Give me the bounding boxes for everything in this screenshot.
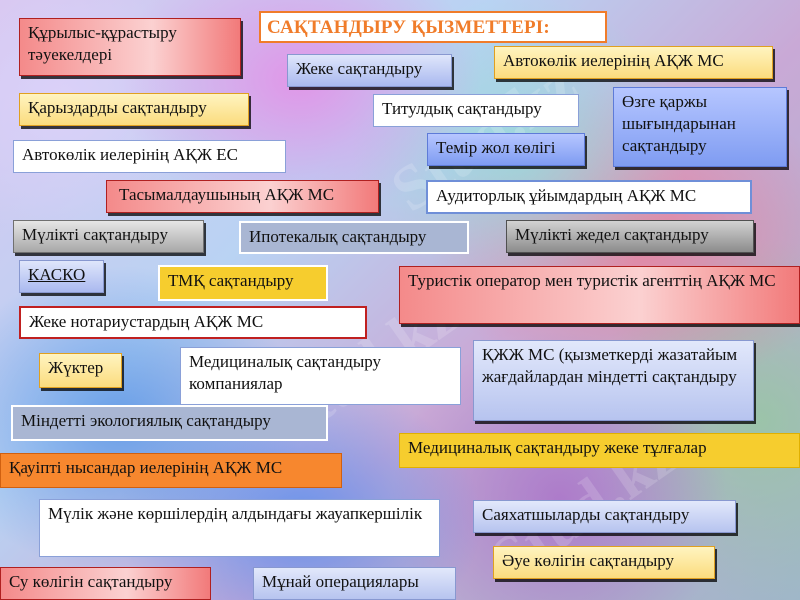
item-employer-gpl[interactable]: ҚЖЖ МС (қызметкерді жазатайым жағдайлард… bbox=[473, 340, 754, 421]
item-tour-operator-gpl[interactable]: Туристік оператор мен туристік агенттің … bbox=[399, 266, 800, 324]
item-hazardous-objects-gpl[interactable]: Қауіпті нысандар иелерінің АҚЖ МС bbox=[0, 453, 342, 488]
item-casco[interactable]: КАСКО bbox=[19, 260, 104, 293]
item-medical-individuals[interactable]: Медициналық сақтандыру жеке тұлғалар bbox=[399, 433, 800, 468]
item-construction-risks[interactable]: Құрылыс-құрастыру тәуекелдері bbox=[19, 18, 241, 76]
item-carrier-gpl[interactable]: Тасымалдаушының АҚЖ МС bbox=[106, 180, 379, 213]
item-oil-operations[interactable]: Мұнай операциялары bbox=[253, 567, 456, 600]
page-title: САҚТАНДЫРУ ҚЫЗМЕТТЕРІ: bbox=[259, 11, 607, 43]
item-express-property-insurance[interactable]: Мүлікті жедел сақтандыру bbox=[506, 220, 754, 253]
item-air-transport-insurance[interactable]: Әуе көлігін сақтандыру bbox=[493, 546, 715, 579]
item-title-insurance[interactable]: Титулдық сақтандыру bbox=[373, 94, 579, 127]
item-mortgage-insurance[interactable]: Ипотекалық сақтандыру bbox=[239, 221, 469, 254]
item-water-transport-insurance[interactable]: Су көлігін сақтандыру bbox=[0, 567, 211, 600]
item-travelers-insurance[interactable]: Саяхатшыларды сақтандыру bbox=[473, 500, 736, 533]
item-personal-insurance[interactable]: Жеке сақтандыру bbox=[287, 54, 452, 87]
item-railway-transport[interactable]: Темір жол көлігі bbox=[427, 133, 585, 166]
item-property-neighbors-liability[interactable]: Мүлік және көршілердің алдындағы жауапке… bbox=[39, 499, 440, 557]
item-notaries-gpl[interactable]: Жеке нотариустардың АҚЖ МС bbox=[19, 306, 367, 339]
item-auto-owners-gpl-mandatory[interactable]: Автокөлік иелерінің АҚЖ МС bbox=[494, 46, 773, 79]
item-auto-owners-gpl-voluntary[interactable]: Автокөлік иелерінің АҚЖ ЕС bbox=[13, 140, 286, 173]
item-tmk-insurance[interactable]: ТМҚ сақтандыру bbox=[158, 265, 328, 301]
item-other-financial-losses[interactable]: Өзге қаржы шығындарынан сақтандыру bbox=[613, 87, 787, 167]
item-medical-companies[interactable]: Медициналық сақтандыру компаниялар bbox=[180, 347, 461, 405]
item-loan-insurance[interactable]: Қарыздарды сақтандыру bbox=[19, 93, 249, 126]
item-ecological-insurance[interactable]: Міндетті экологиялық сақтандыру bbox=[11, 405, 328, 441]
item-property-insurance[interactable]: Мүлікті сақтандыру bbox=[13, 220, 204, 253]
item-cargo[interactable]: Жүктер bbox=[39, 353, 122, 388]
item-auditors-gpl[interactable]: Аудиторлық ұйымдардың АҚЖ МС bbox=[426, 180, 752, 214]
